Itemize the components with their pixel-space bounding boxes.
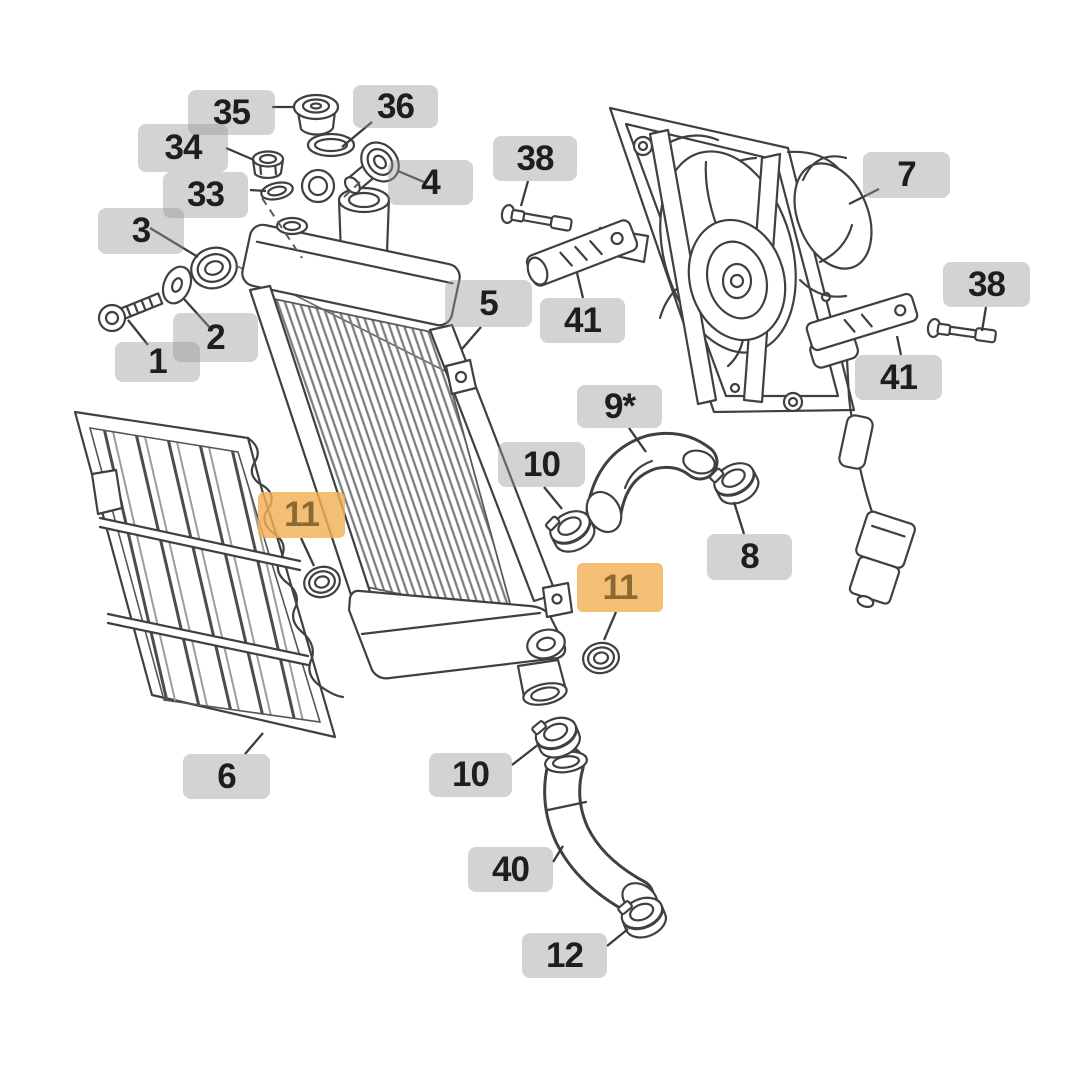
label-11-left[interactable]: 11 bbox=[258, 492, 345, 538]
leader-lines bbox=[127, 105, 988, 947]
leader-line-label-5 bbox=[461, 326, 482, 350]
seal-washer-illustration bbox=[260, 181, 294, 201]
label-10-lower[interactable]: 10 bbox=[429, 753, 512, 797]
leader-line-label-36 bbox=[341, 121, 373, 148]
bracket-right-illustration bbox=[805, 292, 919, 369]
upper-hose-illustration bbox=[585, 431, 719, 534]
leader-line-label-6 bbox=[244, 732, 264, 755]
overflow-fitting-illustration bbox=[343, 141, 400, 195]
washer-illustration bbox=[161, 265, 193, 305]
fan-assembly-illustration bbox=[596, 106, 916, 608]
leader-line-label-41-right bbox=[895, 335, 903, 356]
label-3[interactable]: 3 bbox=[98, 208, 184, 254]
leader-line-label-38-right bbox=[980, 306, 988, 332]
label-9[interactable]: 9* bbox=[577, 385, 662, 428]
leader-line-label-11-right bbox=[602, 611, 618, 641]
leader-line-label-10-upper bbox=[543, 486, 563, 510]
leader-line-label-10-lower bbox=[511, 743, 540, 766]
label-5[interactable]: 5 bbox=[445, 280, 532, 327]
label-38-right[interactable]: 38 bbox=[943, 262, 1030, 307]
label-1[interactable]: 1 bbox=[115, 342, 200, 382]
leader-line-label-40 bbox=[552, 845, 564, 863]
alignment-line-dashed bbox=[343, 181, 361, 198]
label-41-left[interactable]: 41 bbox=[540, 298, 625, 343]
label-12[interactable]: 12 bbox=[522, 933, 607, 978]
nut-illustration bbox=[251, 150, 285, 180]
o-ring-illustration bbox=[306, 132, 356, 158]
radiator-cap-illustration bbox=[292, 93, 340, 136]
label-10-upper[interactable]: 10 bbox=[498, 442, 585, 487]
label-38-left[interactable]: 38 bbox=[493, 136, 577, 181]
label-11-right[interactable]: 11 bbox=[577, 563, 663, 612]
label-7[interactable]: 7 bbox=[863, 152, 950, 198]
leader-line-label-34 bbox=[225, 146, 255, 162]
leader-line-label-4 bbox=[397, 169, 425, 184]
label-40[interactable]: 40 bbox=[468, 847, 553, 892]
label-41-right[interactable]: 41 bbox=[855, 355, 942, 400]
label-36[interactable]: 36 bbox=[353, 85, 438, 128]
fan-motor-illustration bbox=[786, 150, 873, 298]
label-2[interactable]: 2 bbox=[173, 313, 258, 362]
radiator-guard-illustration bbox=[73, 410, 345, 739]
leader-line-label-9 bbox=[628, 427, 647, 453]
label-34[interactable]: 34 bbox=[138, 124, 228, 172]
leader-line-label-38-left bbox=[519, 180, 530, 207]
leader-line-label-33 bbox=[249, 188, 267, 193]
screw-left-illustration bbox=[500, 203, 573, 232]
screw-right-illustration bbox=[926, 317, 997, 344]
label-4[interactable]: 4 bbox=[388, 160, 473, 205]
guard-mount-tab bbox=[90, 468, 124, 516]
leader-line-label-11-left bbox=[299, 537, 316, 567]
leader-line-label-8 bbox=[732, 501, 746, 535]
leader-line-label-2 bbox=[183, 298, 213, 331]
label-35[interactable]: 35 bbox=[188, 90, 275, 135]
thermo-switch-illustration bbox=[848, 510, 916, 608]
leader-line-label-12 bbox=[606, 928, 629, 947]
label-8[interactable]: 8 bbox=[707, 534, 792, 580]
label-33[interactable]: 33 bbox=[163, 172, 248, 218]
grommet-illustration bbox=[190, 246, 238, 290]
bracket-left-illustration bbox=[525, 219, 639, 287]
fan-wiring-illustration bbox=[838, 318, 875, 517]
leader-line-label-7 bbox=[848, 187, 880, 206]
leader-line-label-41-left bbox=[575, 272, 585, 299]
leader-line-label-1 bbox=[127, 319, 149, 346]
leader-line-label-3 bbox=[149, 227, 199, 258]
alignment-line-dashed bbox=[261, 197, 303, 259]
mount-bolt-illustration bbox=[97, 292, 164, 333]
label-6[interactable]: 6 bbox=[183, 754, 270, 799]
